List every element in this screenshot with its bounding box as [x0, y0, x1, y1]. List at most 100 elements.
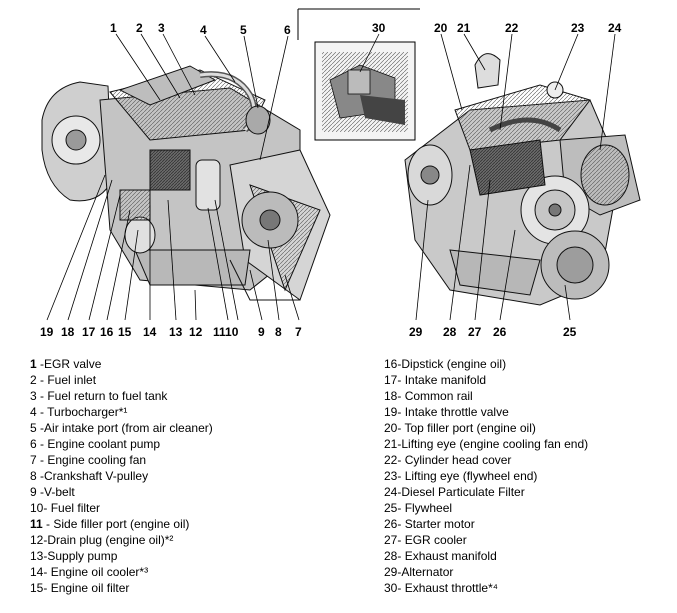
legend-item-number: 30 [384, 581, 398, 595]
legend-item-number: 12 [30, 533, 44, 547]
legend-item-text: -Lifting eye (engine cooling fan end) [397, 437, 589, 451]
legend-item-text: -Drain plug (engine oil)*² [43, 533, 174, 547]
legend-item-text: - Intake manifold [397, 373, 487, 387]
legend-item-text: - Intake throttle valve [397, 405, 509, 419]
legend-item: 11 - Side filler port (engine oil) [30, 516, 213, 532]
legend-item-text: - Exhaust throttle*⁴ [397, 581, 498, 595]
legend-item-number: 10 [30, 501, 44, 515]
engine-illustration [41, 8, 641, 321]
legend-item: 4 - Turbocharger*¹ [30, 404, 213, 420]
legend-item-text: - Side filler port (engine oil) [42, 517, 190, 531]
legend-item-number: 22 [384, 453, 398, 467]
legend-item-number: 27 [384, 533, 398, 547]
legend-item-number: 4 [30, 405, 37, 419]
legend-item-number: 28 [384, 549, 398, 563]
legend-item: 5 -Air intake port (from air cleaner) [30, 420, 213, 436]
legend-item: 24-Diesel Particulate Filter [384, 484, 588, 500]
callout-28: 28 [443, 325, 457, 339]
legend-item: 28- Exhaust manifold [384, 548, 588, 564]
callout-5: 5 [240, 23, 247, 37]
callout-19: 19 [40, 325, 54, 339]
callout-9: 9 [258, 325, 265, 339]
legend-item-text: - Flywheel [397, 501, 453, 515]
legend-item: 17- Intake manifold [384, 372, 588, 388]
legend-item-text: - Fuel inlet [36, 373, 97, 387]
legend-item-number: 5 [30, 421, 37, 435]
legend-item-number: 16 [384, 357, 398, 371]
legend-item-text: -Dipstick (engine oil) [397, 357, 507, 371]
legend-item-text: -Supply pump [43, 549, 118, 563]
callout-26: 26 [493, 325, 507, 339]
legend-item: 13-Supply pump [30, 548, 213, 564]
legend-item-number: 13 [30, 549, 44, 563]
callout-27: 27 [468, 325, 482, 339]
legend-item-text: - Cylinder head cover [397, 453, 512, 467]
callout-1: 1 [110, 21, 117, 35]
legend-item-text: -Air intake port (from air cleaner) [36, 421, 213, 435]
legend-item-text: -Alternator [397, 565, 454, 579]
legend-item-number: 1 [30, 357, 37, 371]
legend-item: 19- Intake throttle valve [384, 404, 588, 420]
callout-21: 21 [457, 21, 471, 35]
exhaust-throttle-inset [297, 8, 420, 141]
legend-right-column: 16-Dipstick (engine oil)17- Intake manif… [384, 356, 588, 596]
legend-item-text: - Engine cooling fan [36, 453, 147, 467]
legend-item-number: 25 [384, 501, 398, 515]
legend-item-number: 8 [30, 469, 37, 483]
callout-15: 15 [118, 325, 132, 339]
callout-29: 29 [409, 325, 423, 339]
legend-item: 1 -EGR valve [30, 356, 213, 372]
legend-item-number: 21 [384, 437, 398, 451]
legend-item: 15- Engine oil filter [30, 580, 213, 596]
legend-item: 22- Cylinder head cover [384, 452, 588, 468]
legend-item-number: 9 [30, 485, 37, 499]
legend-item: 10- Fuel filter [30, 500, 213, 516]
legend-item-text: - Exhaust manifold [397, 549, 497, 563]
legend-item-text: - EGR cooler [397, 533, 467, 547]
legend-item-number: 15 [30, 581, 44, 595]
callout-20: 20 [434, 21, 448, 35]
legend-item: 16-Dipstick (engine oil) [384, 356, 588, 372]
legend-item-text: - Fuel filter [43, 501, 101, 515]
callout-24: 24 [608, 21, 622, 35]
legend-item-text: -Diesel Particulate Filter [397, 485, 525, 499]
legend-item: 25- Flywheel [384, 500, 588, 516]
legend-item-number: 2 [30, 373, 37, 387]
callout-2: 2 [136, 21, 143, 35]
legend-item-text: - Common rail [397, 389, 473, 403]
legend-item: 7 - Engine cooling fan [30, 452, 213, 468]
legend-item-text: - Starter motor [397, 517, 475, 531]
legend-item: 21-Lifting eye (engine cooling fan end) [384, 436, 588, 452]
legend-item-number: 18 [384, 389, 398, 403]
callout-30: 30 [372, 21, 386, 35]
callout-25: 25 [563, 325, 577, 339]
callout-16: 16 [100, 325, 114, 339]
legend-item-number: 19 [384, 405, 398, 419]
callout-14: 14 [143, 325, 157, 339]
legend-item-number: 17 [384, 373, 398, 387]
legend-item: 6 - Engine coolant pump [30, 436, 213, 452]
legend-item-number: 3 [30, 389, 37, 403]
legend-item-text: - Engine oil cooler*³ [43, 565, 149, 579]
legend-item: 2 - Fuel inlet [30, 372, 213, 388]
callout-3: 3 [158, 21, 165, 35]
legend-item-number: 26 [384, 517, 398, 531]
right-engine-view [404, 53, 641, 306]
callout-4: 4 [200, 23, 207, 37]
legend-item-text: - Engine oil filter [43, 581, 130, 595]
callout-22: 22 [505, 21, 519, 35]
legend-item: 20- Top filler port (engine oil) [384, 420, 588, 436]
legend-item-text: -EGR valve [36, 357, 102, 371]
legend-item-number: 11 [30, 517, 43, 531]
legend-item-number: 7 [30, 453, 37, 467]
legend-item-text: - Turbocharger*¹ [36, 405, 128, 419]
right-leader-lines [415, 33, 616, 321]
legend-item-number: 29 [384, 565, 398, 579]
legend-item-number: 20 [384, 421, 398, 435]
legend-item-number: 14 [30, 565, 44, 579]
legend-item: 9 -V-belt [30, 484, 213, 500]
legend-item: 3 - Fuel return to fuel tank [30, 388, 213, 404]
legend-item-number: 6 [30, 437, 37, 451]
legend-item-text: - Top filler port (engine oil) [397, 421, 536, 435]
